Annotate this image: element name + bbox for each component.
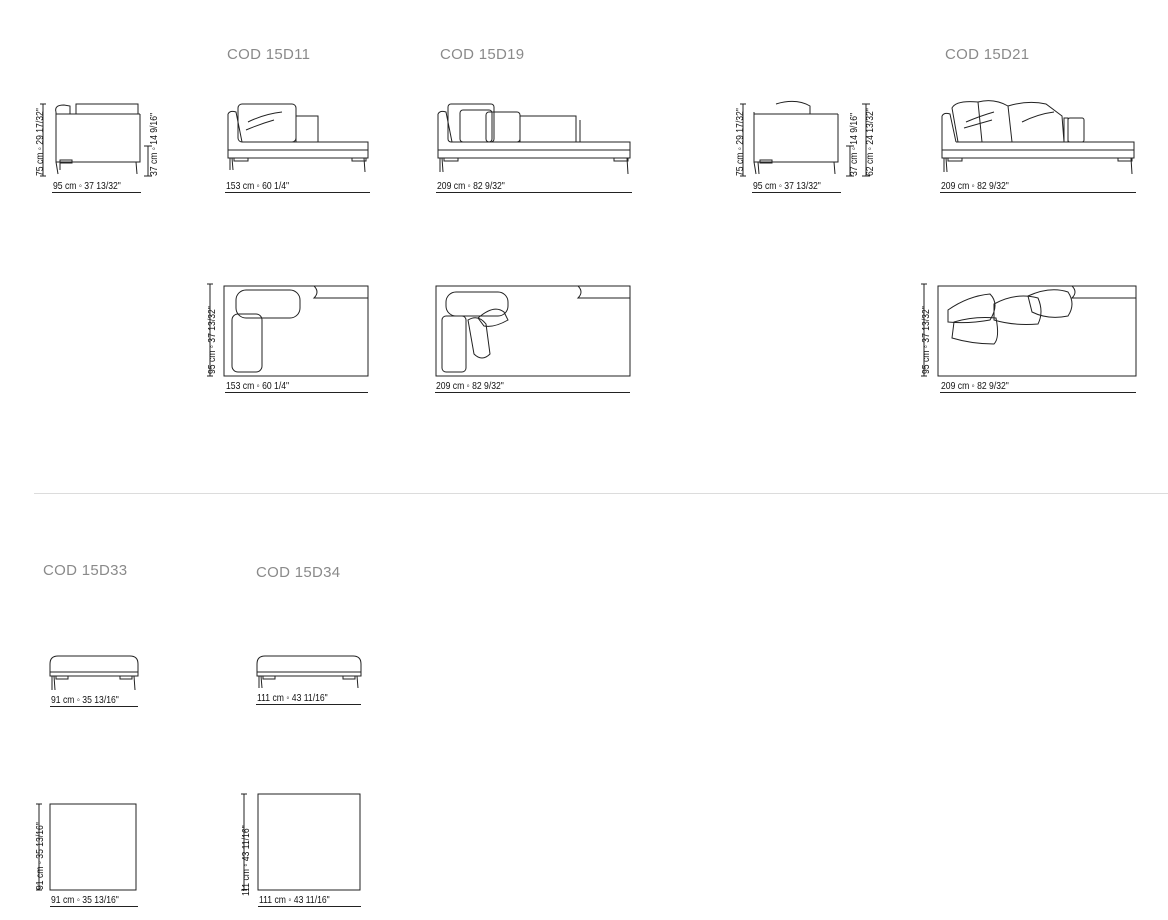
dim-line — [940, 192, 1136, 193]
side-view-a-drawing — [40, 100, 150, 180]
dim-line — [752, 192, 841, 193]
d21-top-width-label: 209 cm ◦ 82 9/32" — [941, 380, 1009, 392]
d21-front-width-label: 209 cm ◦ 82 9/32" — [941, 180, 1009, 192]
dim-line — [52, 192, 141, 193]
d21-top-depth-label: 95 cm ◦ 37 13/32" — [920, 306, 932, 374]
d34-front-drawing — [255, 654, 363, 694]
side-a-width-label: 95 cm ◦ 37 13/32" — [53, 180, 121, 192]
dim-line — [50, 706, 138, 707]
d33-top-depth-label: 91 cm ◦ 35 13/16" — [34, 822, 46, 890]
code-15d34: COD 15D34 — [256, 564, 341, 581]
d11-top-width-label: 153 cm ◦ 60 1/4" — [226, 380, 290, 392]
section-divider — [34, 493, 1168, 494]
dim-line — [225, 392, 368, 393]
side-b-back-label: 62 cm ◦ 24 13/32" — [864, 108, 876, 176]
d33-top-drawing — [36, 800, 140, 894]
side-a-seat-label: 37 cm ◦ 14 9/16" — [148, 112, 160, 176]
dim-line — [940, 392, 1136, 393]
d19-front-width-label: 209 cm ◦ 82 9/32" — [437, 180, 505, 192]
d19-top-width-label: 209 cm ◦ 82 9/32" — [436, 380, 504, 392]
d11-front-drawing — [224, 102, 370, 182]
d33-front-width-label: 91 cm ◦ 35 13/16" — [51, 694, 119, 706]
side-b-width-label: 95 cm ◦ 37 13/32" — [753, 180, 821, 192]
side-view-b-drawing — [740, 100, 880, 180]
d34-top-depth-label: 111 cm ◦ 43 11/16" — [240, 825, 252, 896]
d33-top-width-label: 91 cm ◦ 35 13/16" — [51, 894, 119, 906]
dim-line — [435, 392, 630, 393]
d19-top-drawing — [434, 284, 634, 394]
d19-front-drawing — [434, 100, 634, 182]
side-b-height-label: 75 cm ◦ 29 17/32" — [734, 108, 746, 176]
dim-line — [50, 906, 138, 907]
dim-line — [436, 192, 632, 193]
d21-top-drawing — [920, 282, 1140, 394]
d21-front-drawing — [938, 98, 1138, 182]
side-b-seat-label: 37 cm ◦ 14 9/16" — [848, 112, 860, 176]
d11-front-width-label: 153 cm ◦ 60 1/4" — [226, 180, 290, 192]
code-15d21: COD 15D21 — [945, 46, 1030, 63]
code-15d11: COD 15D11 — [227, 46, 311, 63]
d33-front-drawing — [48, 654, 140, 696]
d11-top-depth-label: 95 cm ◦ 37 13/32" — [206, 306, 218, 374]
code-15d19: COD 15D19 — [440, 46, 525, 63]
side-a-height-label: 75 cm ◦ 29 17/32" — [34, 108, 46, 176]
d34-front-width-label: 111 cm ◦ 43 11/16" — [257, 692, 328, 704]
d34-top-drawing — [240, 790, 364, 894]
dim-line — [256, 704, 361, 705]
dim-line — [258, 906, 361, 907]
d34-top-width-label: 111 cm ◦ 43 11/16" — [259, 894, 330, 906]
d11-top-drawing — [206, 282, 372, 394]
code-15d33: COD 15D33 — [43, 562, 128, 579]
dim-line — [225, 192, 370, 193]
